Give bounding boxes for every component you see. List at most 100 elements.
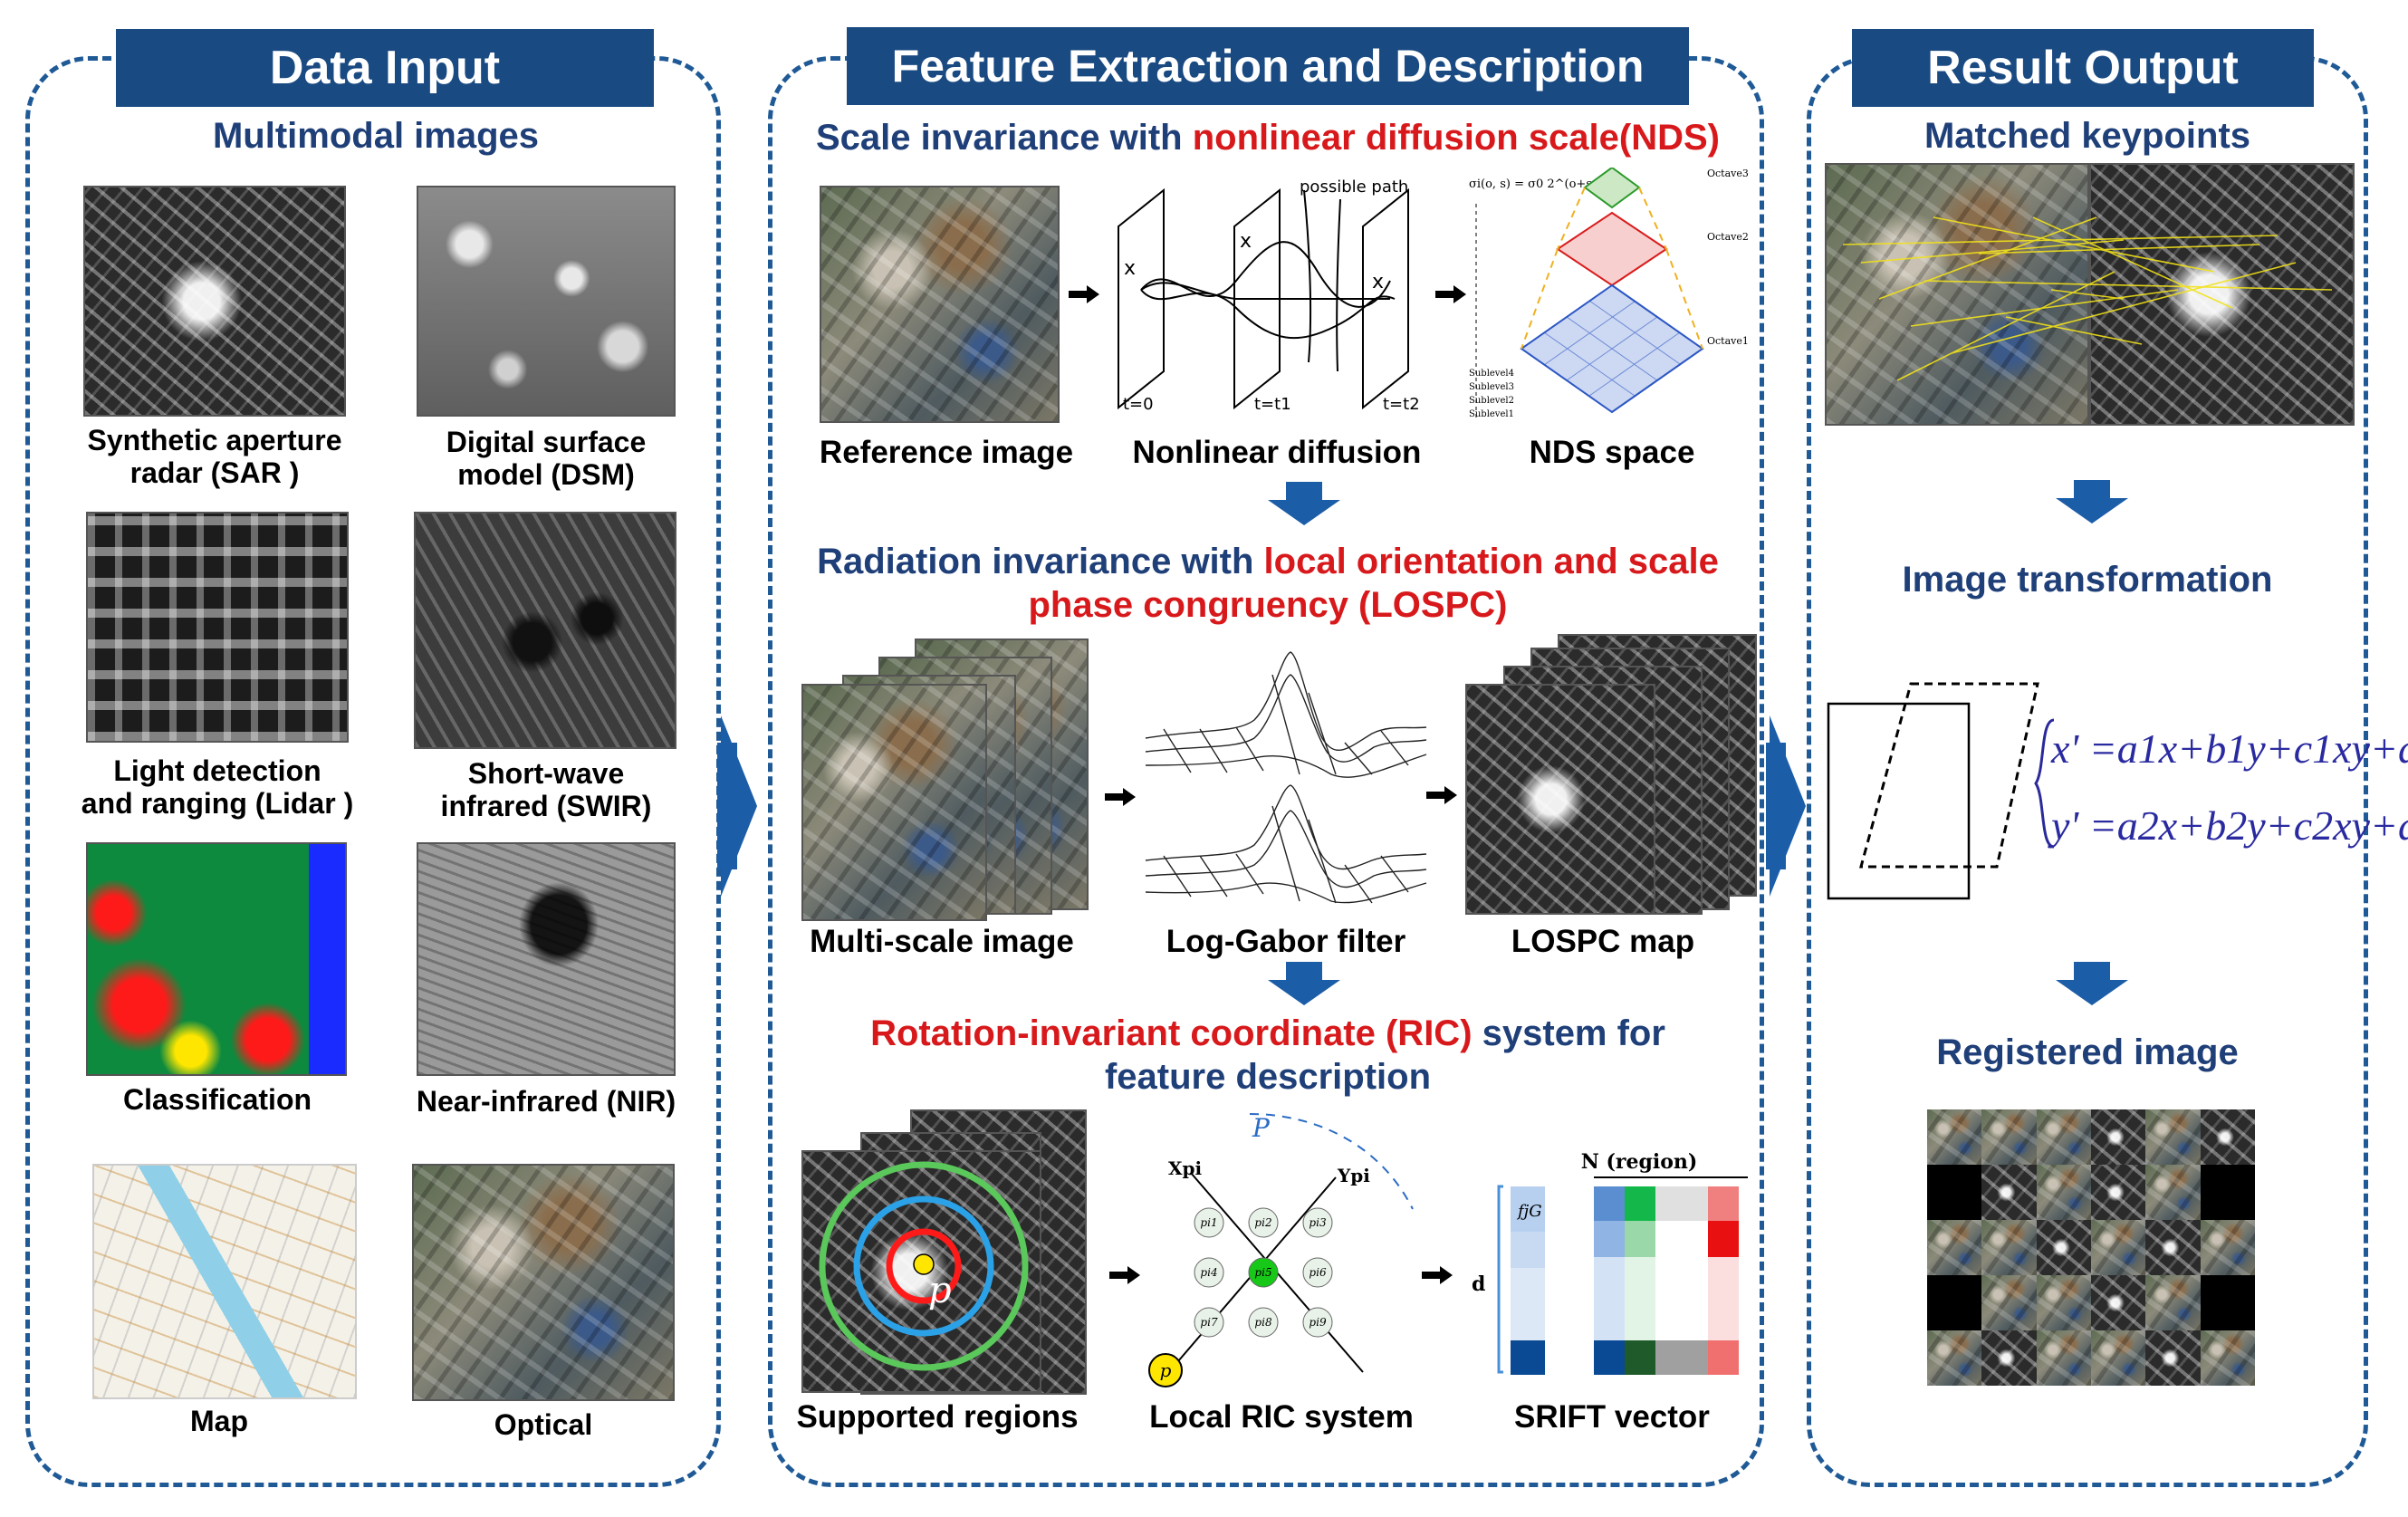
reg-tile	[1927, 1220, 1982, 1275]
reg-tile	[2090, 1165, 2146, 1220]
reg-tile	[2036, 1109, 2091, 1165]
section3-title-plain1: system for	[1472, 1013, 1665, 1053]
arrow-loggabor-to-lospc	[1426, 786, 1457, 804]
srift-vector-diagram: N (region) d fjG	[1472, 1150, 1748, 1375]
supported-regions-caption: Supported regions	[796, 1399, 1079, 1435]
reg-tile	[1981, 1165, 2037, 1220]
ric-node-8: pi8	[1254, 1316, 1272, 1329]
reg-tile	[1927, 1275, 1982, 1330]
dsm-caption-line1: Digital surface	[446, 426, 647, 458]
matched-keypoints-subtitle: Matched keypoints	[1924, 116, 2251, 156]
ric-node-4: pi4	[1200, 1266, 1217, 1279]
lidar-caption-line1: Light detection	[113, 754, 321, 787]
reg-tile	[2090, 1109, 2146, 1165]
log-gabor-caption: Log-Gabor filter	[1166, 924, 1406, 959]
ric-p-label: p	[1160, 1359, 1172, 1381]
lidar-caption: Light detection and ranging (Lidar )	[54, 754, 380, 820]
reg-tile	[2200, 1165, 2255, 1220]
diffusion-x-label: x	[1124, 257, 1136, 280]
octave1-label: Octave1	[1707, 335, 1749, 347]
nir-caption: Near-infrared (NIR)	[416, 1085, 676, 1118]
reg-tile	[2200, 1275, 2255, 1330]
lidar-caption-line2: and ranging (Lidar )	[81, 787, 354, 820]
srift-d-label: d	[1472, 1272, 1485, 1296]
multi-scale-image-1	[801, 684, 987, 921]
reg-tile	[2036, 1165, 2091, 1220]
section2-title-plain: Radiation invariance with	[817, 542, 1264, 581]
swir-caption-line1: Short-wave	[467, 757, 625, 790]
swir-caption-line2: infrared (SWIR)	[440, 790, 652, 822]
nds-space-diagram: σi(o, s) = σ0 2^(o+s/S) Octave3 Octave2 …	[1469, 168, 1749, 421]
down-arrow-1	[1268, 482, 1340, 525]
section3-title-red: Rotation-invariant coordinate (RIC)	[870, 1013, 1473, 1053]
reg-tile	[2145, 1165, 2201, 1220]
classification-image	[86, 842, 347, 1076]
log-gabor-filter-diagram	[1145, 651, 1427, 904]
sublevel1-label: Sublevel1	[1469, 409, 1514, 419]
reg-tile	[2090, 1275, 2146, 1330]
result-output-header: Result Output	[1852, 29, 2314, 107]
t2-label: t=t2	[1383, 395, 1420, 414]
srift-fjg-label: fjG	[1516, 1202, 1542, 1221]
down-arrow-right-2	[2056, 962, 2128, 1005]
reg-tile	[2090, 1330, 2146, 1386]
multimodal-images-subtitle: Multimodal images	[212, 116, 540, 156]
section3-title-plain2: feature description	[1104, 1057, 1432, 1097]
reg-tile	[2145, 1109, 2201, 1165]
nds-space-caption: NDS space	[1529, 435, 1695, 470]
ric-node-9: pi9	[1309, 1316, 1327, 1329]
ric-node-6: pi6	[1309, 1266, 1327, 1279]
reg-tile	[2200, 1330, 2255, 1386]
sar-caption-line2: radar (SAR )	[130, 456, 300, 489]
reg-tile	[1981, 1330, 2037, 1386]
optical-image	[412, 1164, 675, 1401]
registered-image-subtitle: Registered image	[1936, 1032, 2239, 1072]
reference-image	[820, 186, 1060, 423]
diffusion-x-label-3: x	[1372, 271, 1384, 293]
panel-arrow-1	[717, 715, 757, 897]
arrow-ref-to-diffusion	[1069, 285, 1099, 303]
map-caption: Map	[190, 1405, 248, 1437]
section1-title: Scale invariance with nonlinear diffusio…	[779, 118, 1757, 158]
arrow-ric-to-srift	[1422, 1266, 1453, 1284]
reg-tile	[2145, 1220, 2201, 1275]
lidar-image	[86, 512, 349, 743]
local-ric-system-diagram: P Xpi Ypi pi1 pi2 pi3 pi4 pi5 pi6 pi7 pi…	[1148, 1113, 1414, 1387]
supported-regions-circles: p	[819, 1161, 1029, 1371]
swir-image	[414, 512, 676, 749]
reg-tile	[2036, 1330, 2091, 1386]
reg-tile	[2200, 1109, 2255, 1165]
ric-P-label: P	[1252, 1113, 1271, 1143]
possible-path-label: possible path	[1300, 178, 1408, 197]
map-image	[92, 1164, 357, 1399]
local-ric-caption: Local RIC system	[1149, 1399, 1414, 1435]
arrow-multiscale-to-loggabor	[1105, 788, 1136, 806]
classification-caption: Classification	[122, 1083, 312, 1116]
octave3-label: Octave3	[1707, 168, 1749, 179]
registered-image	[1927, 1109, 2255, 1386]
matched-right-image	[2089, 163, 2355, 426]
swir-caption: Short-wave infrared (SWIR)	[380, 757, 712, 822]
reg-tile	[2036, 1275, 2091, 1330]
match-lines	[1842, 216, 2333, 381]
data-input-header: Data Input	[116, 29, 654, 107]
reference-image-caption: Reference image	[819, 435, 1074, 470]
feature-extraction-header: Feature Extraction and Description	[847, 27, 1689, 105]
reg-tile	[1927, 1330, 1982, 1386]
diffusion-x-label-2: x	[1240, 230, 1252, 253]
reg-tile	[2200, 1220, 2255, 1275]
nonlinear-diffusion-diagram: x x x possible path t=0 t=t1 t=t2	[1118, 178, 1420, 414]
image-transformation-subtitle: Image transformation	[1902, 560, 2273, 600]
panel-arrow-2	[1766, 715, 1806, 897]
transformation-brace	[2034, 718, 2055, 849]
srift-vector-caption: SRIFT vector	[1514, 1399, 1710, 1435]
sublevel2-label: Sublevel2	[1469, 396, 1514, 406]
ric-xpi-label: Xpi	[1168, 1157, 1203, 1179]
sar-caption: Synthetic aperture radar (SAR )	[56, 424, 373, 489]
reg-tile	[1927, 1165, 1982, 1220]
srift-n-region-label: N (region)	[1581, 1150, 1698, 1174]
reg-tile	[2145, 1275, 2201, 1330]
dsm-image	[417, 186, 676, 417]
arrow-diffusion-to-nds	[1435, 285, 1466, 303]
supported-region-p-label: p	[928, 1270, 952, 1311]
